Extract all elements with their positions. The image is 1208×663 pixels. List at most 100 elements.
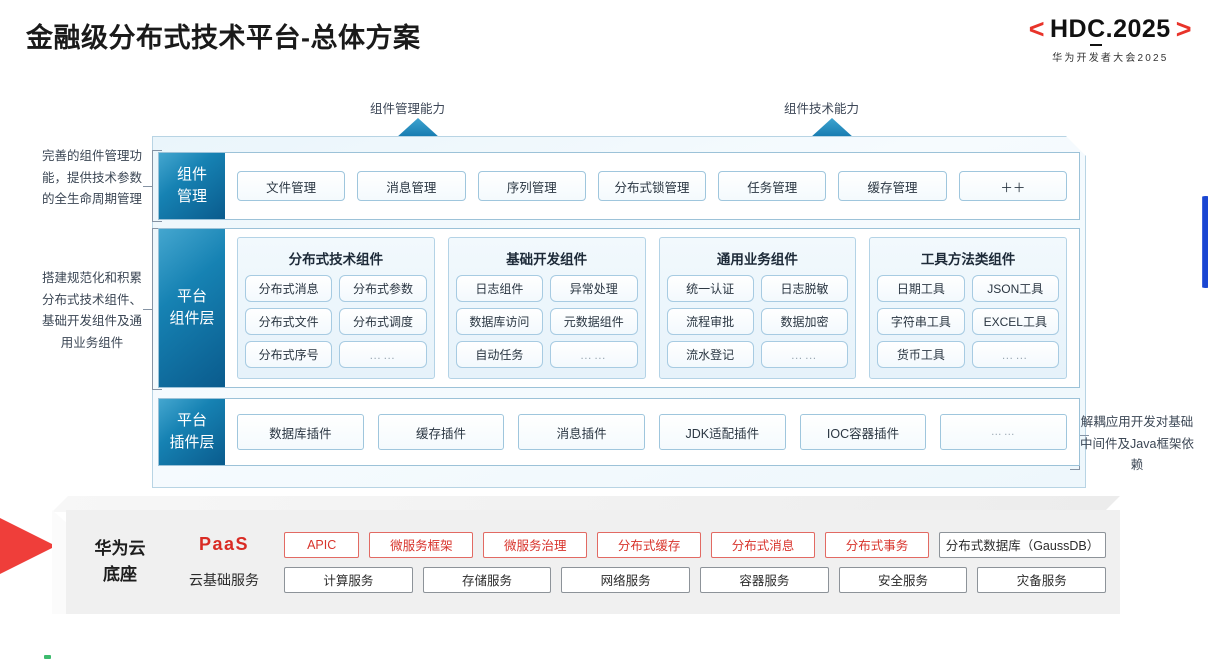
component-chip[interactable]: 数据加密 bbox=[760, 308, 849, 335]
base-panel-top-bevel bbox=[52, 496, 1120, 512]
band-platform-component-layer: 平台 组件层 分布式技术组件分布式消息分布式参数分布式文件分布式调度分布式序号…… bbox=[158, 228, 1080, 388]
base-panel-title: 华为云 底座 bbox=[94, 538, 146, 584]
blue-crescent-decoration bbox=[1202, 196, 1208, 288]
base-service-box[interactable]: 网络服务 bbox=[561, 566, 691, 593]
base-panel-rows: PaaS APIC 微服务框架微服务治理分布式缓存分布式消息分布式事务分布式数据库（… bbox=[174, 531, 1120, 593]
base-service-box[interactable]: 微服务框架 bbox=[369, 531, 474, 558]
base-service-box[interactable]: APIC bbox=[284, 531, 360, 558]
component-chip[interactable]: 分布式文件 bbox=[245, 308, 333, 335]
bracket-platform-layer bbox=[143, 228, 162, 390]
plugin-chip[interactable]: JDK适配插件 bbox=[659, 414, 786, 450]
bracket-component-management bbox=[143, 150, 162, 222]
component-management-chip[interactable]: 任务管理 bbox=[718, 171, 827, 201]
component-chip[interactable]: 日志组件 bbox=[455, 275, 544, 302]
component-management-chip[interactable]: ＋＋ bbox=[958, 171, 1067, 201]
base-service-box[interactable]: 分布式事务 bbox=[825, 531, 929, 558]
base-service-box[interactable]: 分布式消息 bbox=[711, 531, 815, 558]
component-chip[interactable]: …… bbox=[971, 341, 1059, 368]
base-service-box[interactable]: 分布式数据库（GaussDB） bbox=[938, 531, 1106, 558]
component-group-title: 通用业务组件 bbox=[716, 252, 798, 267]
base-service-box[interactable]: 微服务治理 bbox=[483, 531, 588, 558]
component-chip[interactable]: 日志脱敏 bbox=[760, 275, 849, 302]
left-angle-bracket-icon: < bbox=[1028, 14, 1045, 44]
base-service-row: 云基础服务 计算服务存储服务网络服务容器服务安全服务灾备服务 bbox=[174, 566, 1107, 593]
component-chip[interactable]: …… bbox=[760, 341, 849, 368]
base-service-row: PaaS APIC 微服务框架微服务治理分布式缓存分布式消息分布式事务分布式数据库（… bbox=[174, 531, 1106, 558]
component-chip[interactable]: 字符串工具 bbox=[877, 308, 965, 335]
hdc-underline-mark bbox=[1089, 43, 1102, 46]
component-group-card: 基础开发组件日志组件异常处理数据库访问元数据组件自动任务…… bbox=[447, 237, 646, 379]
component-chip[interactable]: 分布式参数 bbox=[339, 275, 427, 302]
base-service-box[interactable]: 安全服务 bbox=[838, 566, 968, 593]
component-chip[interactable]: 自动任务 bbox=[455, 341, 544, 368]
page-title: 金融级分布式技术平台-总体方案 bbox=[26, 23, 421, 53]
arrow-head bbox=[396, 118, 440, 138]
component-group-grid: 日志组件异常处理数据库访问元数据组件自动任务…… bbox=[455, 275, 638, 368]
component-chip[interactable]: 日期工具 bbox=[877, 275, 965, 302]
component-group-title: 工具方法类组件 bbox=[920, 252, 1016, 267]
hdc-logo: < HDC.2025 > 华为开发者大会2025 bbox=[1029, 14, 1192, 64]
huawei-cloud-base-panel: 华为云 底座 PaaS APIC 微服务框架微服务治理分布式缓存分布式消息分布式事务… bbox=[52, 496, 1120, 614]
component-group-grid: 分布式消息分布式参数分布式文件分布式调度分布式序号…… bbox=[245, 275, 427, 368]
base-service-box[interactable]: 容器服务 bbox=[700, 566, 829, 593]
band-label-component-management: 组件 管理 bbox=[159, 153, 225, 219]
base-panel-side-bevel bbox=[52, 510, 68, 614]
base-service-box[interactable]: 计算服务 bbox=[284, 566, 413, 593]
component-chip[interactable]: 分布式调度 bbox=[339, 308, 427, 335]
component-chip[interactable]: 货币工具 bbox=[877, 341, 965, 368]
band-body-platform-component-layer: 分布式技术组件分布式消息分布式参数分布式文件分布式调度分布式序号……基础开发组件… bbox=[225, 229, 1079, 387]
component-group-title: 基础开发组件 bbox=[506, 252, 588, 267]
component-chip[interactable]: 流程审批 bbox=[666, 308, 754, 335]
arrow-head bbox=[810, 118, 854, 138]
arrow-label-left: 组件管理能力 bbox=[370, 102, 446, 116]
side-note-right-bottom: 解耦应用开发对基础中间件及Java框架依赖 bbox=[1080, 415, 1194, 472]
component-group-title: 分布式技术组件 bbox=[288, 252, 384, 267]
component-chip[interactable]: 统一认证 bbox=[666, 275, 754, 302]
plugin-chip[interactable]: 缓存插件 bbox=[377, 414, 505, 450]
base-row-label: PaaS bbox=[198, 534, 250, 554]
base-row-label: 云基础服务 bbox=[189, 571, 259, 588]
base-service-box[interactable]: 灾备服务 bbox=[977, 566, 1107, 593]
component-chip[interactable]: 分布式消息 bbox=[245, 275, 333, 302]
component-chip[interactable]: 异常处理 bbox=[550, 275, 638, 302]
hdc-logo-main: < HDC.2025 > bbox=[1028, 14, 1192, 46]
component-chip[interactable]: JSON工具 bbox=[971, 275, 1059, 302]
base-service-box[interactable]: 分布式缓存 bbox=[597, 531, 702, 558]
side-note-left-mid: 搭建规范化和积累分布式技术组件、基础开发组件及通用业务组件 bbox=[41, 271, 142, 350]
green-marker-decoration bbox=[44, 655, 51, 659]
plugin-chip[interactable]: 消息插件 bbox=[518, 414, 646, 450]
component-chip[interactable]: 元数据组件 bbox=[550, 308, 638, 335]
band-label-platform-plugin-layer: 平台 插件层 bbox=[159, 399, 225, 465]
component-chip[interactable]: 分布式序号 bbox=[245, 341, 333, 368]
hdc-logo-text: HDC.2025 bbox=[1050, 15, 1171, 46]
component-chip[interactable]: 流水登记 bbox=[666, 341, 754, 368]
component-chip[interactable]: …… bbox=[339, 341, 427, 368]
band-body-component-management: 文件管理消息管理序列管理分布式锁管理任务管理缓存管理 ＋＋ bbox=[225, 153, 1079, 219]
band-label-platform-component-layer: 平台 组件层 bbox=[159, 229, 225, 387]
plugin-chip[interactable]: …… bbox=[940, 414, 1068, 450]
band-body-platform-plugin-layer: 数据库插件缓存插件消息插件 JDK适配插件 IOC容器插件 …… bbox=[225, 399, 1079, 465]
base-panel-face: 华为云 底座 PaaS APIC 微服务框架微服务治理分布式缓存分布式消息分布式事务… bbox=[66, 510, 1120, 614]
component-management-chip[interactable]: 分布式锁管理 bbox=[597, 171, 707, 201]
plugin-chip[interactable]: 数据库插件 bbox=[237, 414, 364, 450]
component-group-card: 分布式技术组件分布式消息分布式参数分布式文件分布式调度分布式序号…… bbox=[237, 237, 435, 379]
component-management-chip[interactable]: 文件管理 bbox=[237, 171, 346, 201]
red-wedge-decoration bbox=[0, 500, 56, 592]
arrow-label-right: 组件技术能力 bbox=[784, 102, 860, 116]
component-chip[interactable]: …… bbox=[550, 341, 638, 368]
component-management-chip[interactable]: 缓存管理 bbox=[838, 171, 947, 201]
hdc-logo-subtitle: 华为开发者大会2025 bbox=[1052, 53, 1169, 64]
band-platform-plugin-layer: 平台 插件层 数据库插件缓存插件消息插件 JDK适配插件 IOC容器插件 …… bbox=[158, 398, 1080, 466]
component-group-grid: 统一认证日志脱敏流程审批数据加密流水登记…… bbox=[666, 275, 849, 368]
side-note-left-top: 完善的组件管理功能，提供技术参数的全生命周期管理 bbox=[41, 149, 142, 206]
base-service-box[interactable]: 存储服务 bbox=[422, 566, 552, 593]
component-management-chip[interactable]: 消息管理 bbox=[357, 171, 466, 201]
plugin-chip[interactable]: IOC容器插件 bbox=[799, 414, 927, 450]
component-management-chip[interactable]: 序列管理 bbox=[477, 171, 586, 201]
component-chip[interactable]: EXCEL工具 bbox=[971, 308, 1059, 335]
band-component-management: 组件 管理 文件管理消息管理序列管理分布式锁管理任务管理缓存管理 ＋＋ bbox=[158, 152, 1080, 220]
component-chip[interactable]: 数据库访问 bbox=[455, 308, 544, 335]
